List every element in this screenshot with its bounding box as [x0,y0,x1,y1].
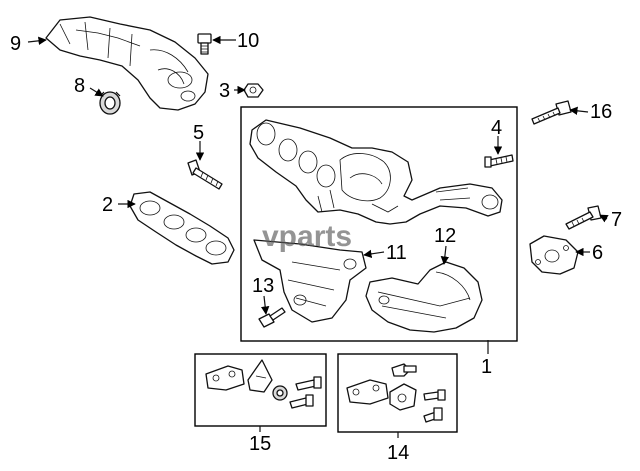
lower-heat-shield [253,239,367,323]
leader-lines [27,35,609,438]
callout-12: 12 [434,225,456,247]
callout-6: 6 [592,242,603,264]
callout-labels: 9 10 8 3 5 2 4 16 7 6 11 12 13 1 15 14 [10,30,622,464]
callout-7: 7 [611,209,622,231]
callout-13: 13 [252,275,274,297]
callout-8: 8 [74,75,85,97]
converter-heat-shield [365,261,483,333]
bolt-16 [531,100,572,125]
callout-10: 10 [237,30,259,52]
callout-4: 4 [491,117,502,139]
bracket-6 [529,235,579,275]
bolt-10 [197,33,212,55]
manifold-assembly-box [240,106,518,342]
callout-16: 16 [590,101,612,123]
kit-14-parts [346,363,446,423]
upper-heat-shield [45,16,209,111]
callout-2: 2 [102,194,113,216]
callout-3: 3 [219,80,230,102]
bolt-7 [565,205,602,230]
callout-14: 14 [387,442,409,464]
callout-11: 11 [386,242,407,264]
bolt-13 [258,307,286,328]
stud-4 [484,154,514,168]
callout-15: 15 [249,433,271,455]
callout-5: 5 [193,122,204,144]
stud-5 [187,159,223,190]
callout-9: 9 [10,33,21,55]
callout-1: 1 [481,356,492,378]
nut-3 [243,83,264,98]
watermark-logo: vparts [262,220,352,253]
kit-15-parts [205,359,322,409]
exhaust-manifold [249,119,503,225]
manifold-gasket [129,191,235,265]
